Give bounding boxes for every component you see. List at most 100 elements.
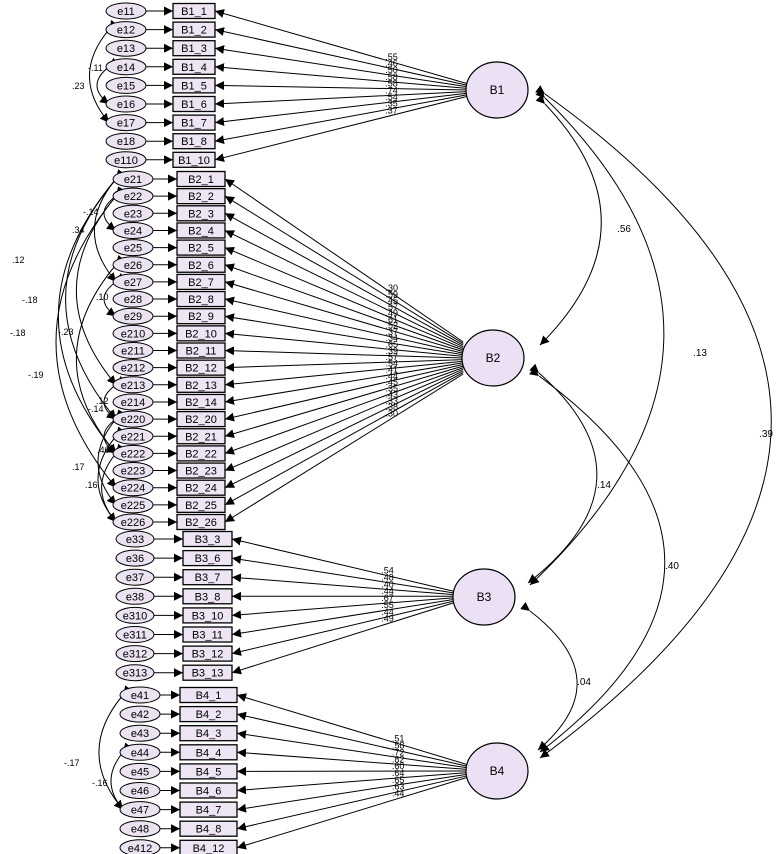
latent-factor: B3 xyxy=(452,568,516,626)
error-covariance-label: .34 xyxy=(72,225,85,235)
latent-factor: B4 xyxy=(465,742,529,800)
loading-label: .60 xyxy=(392,761,405,771)
loading-arrow xyxy=(236,775,468,832)
error-covariance-label: -.18 xyxy=(10,328,26,338)
indicator-box: B1_2 xyxy=(172,21,216,38)
error-ellipse xyxy=(112,204,154,222)
error-label: e313 xyxy=(123,668,147,680)
loading-label: .38 xyxy=(386,402,399,412)
latent-ellipse xyxy=(461,329,525,387)
indicator-box: B2_12 xyxy=(176,359,226,376)
loading-label: .35 xyxy=(385,99,398,109)
loading-label: .54 xyxy=(381,566,394,576)
indicator-rect xyxy=(182,569,233,586)
error-label: e225 xyxy=(121,500,145,512)
error-label: e37 xyxy=(126,572,144,584)
error-ellipse xyxy=(105,114,147,132)
error-label: e222 xyxy=(121,448,145,460)
indicator-rect xyxy=(176,256,226,273)
indicator-label: B3_13 xyxy=(192,668,224,680)
indicator-rect xyxy=(176,325,226,342)
loading-arrow xyxy=(236,748,468,770)
error-ellipse xyxy=(105,132,147,150)
loading-label: .49 xyxy=(381,614,394,624)
loading-label: .74 xyxy=(385,85,398,95)
indicator-rect xyxy=(176,496,226,514)
error-ellipse xyxy=(119,743,161,761)
indicator-box: B2_5 xyxy=(176,239,226,256)
error-ellipse xyxy=(112,273,154,291)
indicator-label: B2_6 xyxy=(188,260,214,272)
error-covariance-label: .12 xyxy=(12,255,25,265)
indicator-rect xyxy=(172,151,216,168)
indicator-rect xyxy=(172,40,216,57)
indicator-rect xyxy=(176,239,226,256)
loading-arrow xyxy=(224,212,464,346)
error-label: e23 xyxy=(124,208,142,220)
error-ellipse xyxy=(112,307,154,325)
loading-arrow xyxy=(224,365,464,439)
loading-arrow xyxy=(224,367,464,455)
error-ellipse xyxy=(112,513,154,531)
error-label: e26 xyxy=(124,260,142,272)
loading-label: .61 xyxy=(386,314,399,324)
loading-arrow xyxy=(224,363,464,422)
loading-arrow xyxy=(224,359,464,372)
indicator-label: B4_12 xyxy=(193,843,225,854)
indicator-rect xyxy=(176,393,226,411)
loading-label: .40 xyxy=(381,579,394,589)
loading-arrow xyxy=(224,280,464,353)
error-label: e44 xyxy=(131,747,149,759)
indicator-box: B1_7 xyxy=(172,114,216,131)
loading-label: .33 xyxy=(386,396,399,406)
loading-arrow xyxy=(231,598,455,638)
indicator-box: B4_5 xyxy=(179,763,238,780)
loading-arrow xyxy=(214,45,468,88)
indicator-label: B1_7 xyxy=(181,118,207,130)
error-ellipse xyxy=(105,76,147,94)
loading-label: .30 xyxy=(386,408,399,418)
error-ellipse xyxy=(115,626,155,643)
indicator-box: B2_4 xyxy=(176,222,226,239)
indicator-label: B4_8 xyxy=(196,824,222,836)
error-ellipse xyxy=(105,95,147,113)
error-term: e46 xyxy=(119,782,161,799)
loading-arrow xyxy=(224,195,464,345)
loading-arrow xyxy=(224,370,464,489)
indicator-rect xyxy=(172,58,216,75)
indicator-label: B3_6 xyxy=(195,553,221,565)
error-label: e13 xyxy=(117,43,135,55)
indicator-label: B2_8 xyxy=(188,294,214,306)
error-label: e43 xyxy=(131,728,149,740)
error-ellipse xyxy=(112,376,154,394)
indicator-label: B2_14 xyxy=(185,397,217,409)
loading-label: .57 xyxy=(386,352,399,362)
error-ellipse xyxy=(112,462,154,480)
indicator-box: B1_6 xyxy=(172,95,216,113)
indicator-rect xyxy=(182,607,233,624)
loading-arrow xyxy=(224,368,464,472)
indicator-rect xyxy=(182,549,233,567)
loading-arrow xyxy=(236,730,468,769)
error-term: e13 xyxy=(105,39,147,57)
error-ellipse xyxy=(115,606,155,624)
error-covariance-arrow xyxy=(110,742,133,810)
indicator-rect xyxy=(179,725,238,742)
error-term: e18 xyxy=(105,132,147,150)
error-term: e220 xyxy=(112,410,154,428)
indicator-box: B4_12 xyxy=(179,839,238,854)
error-label: e33 xyxy=(126,534,144,546)
node-layer: B1_1e11B1_2e12B1_3e13B1_4e14B1_5e15B1_6e… xyxy=(105,2,529,854)
indicator-rect xyxy=(176,273,226,291)
indicator-box: B2_26 xyxy=(176,513,226,531)
loading-label: .50 xyxy=(385,65,398,75)
error-label: e21 xyxy=(124,174,142,186)
error-term: e48 xyxy=(119,820,161,838)
error-covariance-arrow xyxy=(89,19,119,123)
error-ellipse xyxy=(115,530,155,548)
error-term: e43 xyxy=(119,724,161,742)
error-term: e222 xyxy=(112,444,154,462)
error-label: e310 xyxy=(123,610,147,622)
error-term: e110 xyxy=(105,151,147,169)
error-term: e28 xyxy=(112,290,154,308)
